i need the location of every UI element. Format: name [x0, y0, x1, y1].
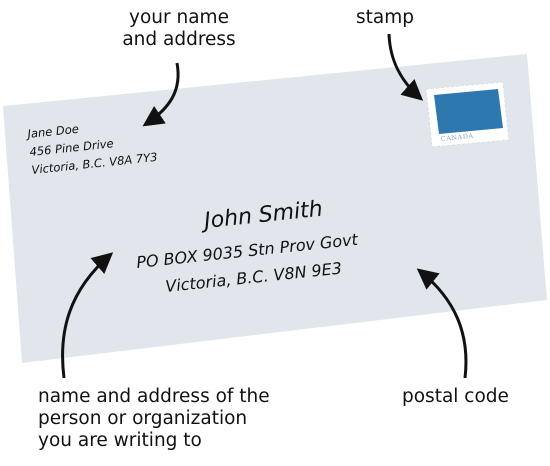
callout-your-name-address: your name and address [80, 7, 278, 51]
callout-your-line-1: your name [129, 7, 229, 28]
arrow-to-recipient [61, 252, 114, 379]
envelope [3, 54, 547, 363]
callout-recipient-line-3: you are writing to [38, 430, 202, 451]
callout-recipient-line-1: name and address of the [38, 386, 270, 407]
return-name: Jane Doe [25, 122, 80, 142]
stamp-country-label: CANADA [440, 132, 474, 143]
callout-your-line-2: and address [122, 29, 236, 50]
callout-recipient-line-2: person or organization [38, 408, 248, 429]
stamp-icon: CANADA [425, 81, 510, 148]
arrow-to-stamp [387, 33, 424, 101]
callout-recipient: name and address of the person or organi… [38, 386, 270, 452]
arrow-to-postal-code [416, 268, 468, 379]
callout-postal-code: postal code [402, 386, 509, 407]
arrow-to-return-address [142, 62, 180, 127]
callout-stamp: stamp [356, 7, 414, 28]
